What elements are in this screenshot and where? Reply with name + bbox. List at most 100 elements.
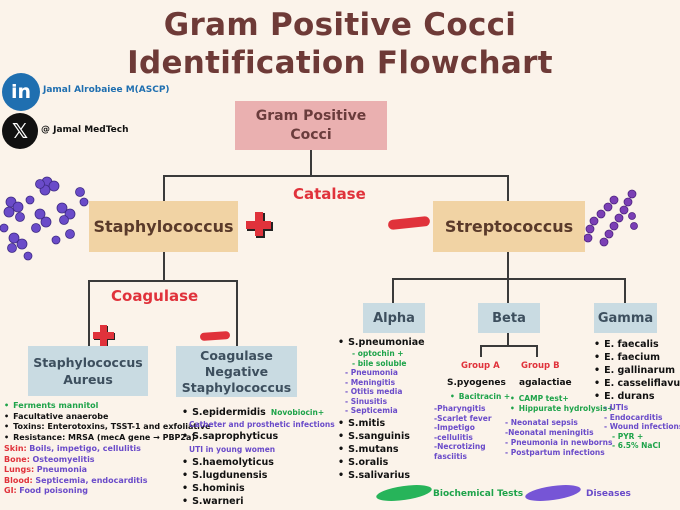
disease-label: GI:	[4, 486, 17, 495]
title-line-2: Identification Flowchart	[127, 45, 553, 81]
disease-text: Pneumonia	[36, 465, 88, 474]
connector	[480, 345, 538, 347]
disease-text: -Necrotizing	[434, 442, 486, 451]
connector	[507, 175, 509, 201]
group-b-label: Group B	[521, 361, 560, 371]
legend-biochemical-tests: Biochemical Tests	[433, 489, 524, 499]
node-label: Gram Positive	[255, 107, 367, 124]
disease-text: -Neonatal meningitis	[505, 428, 594, 437]
test-item: Hippurate hydrolysis+	[510, 404, 614, 414]
plus-sign-icon	[93, 325, 115, 347]
connector	[236, 280, 238, 346]
title-line-1: Gram Positive Cocci	[163, 7, 517, 43]
linkedin-name: Jamal Alrobaiee M(ASCP)	[43, 85, 170, 95]
species-name: S.mutans	[338, 443, 425, 456]
disease-text: -Impetigo	[434, 423, 475, 432]
node-staphylococcus-aureus: Staphylococcus Aureus	[28, 346, 148, 396]
feature-item: Toxins: Enterotoxins, TSST-1 and exfolia…	[4, 422, 210, 433]
disease-text: - Sinusitis	[345, 396, 388, 406]
group-a-diseases: -Pharyngitis -Scarlet fever -Impetigo -c…	[434, 404, 492, 461]
node-staphylococcus: Staphylococcus	[89, 201, 238, 252]
disease-text: -Pharyngitis	[434, 404, 486, 413]
feature-item: Facultative anaerobe	[4, 412, 211, 423]
disease-label: Bone:	[4, 454, 30, 464]
coagulase-label: Coagulase	[111, 287, 199, 305]
disease-text: Food poisoning	[19, 486, 89, 495]
species-name: E. durans	[594, 390, 680, 403]
group-b-tests: CAMP test+ Hippurate hydrolysis+	[510, 394, 614, 414]
disease-text: Septicemia, endocarditis	[35, 475, 148, 485]
catalase-label: Catalase	[293, 185, 366, 203]
connector	[507, 278, 509, 303]
connector	[392, 278, 394, 303]
disease-text: - Meningitis	[345, 377, 396, 387]
x-icon[interactable]: 𝕏	[2, 113, 38, 149]
disease-text: - Septicemia	[345, 406, 398, 415]
test-item: - 6.5% NaCl	[612, 441, 661, 450]
species-name: S.haemolyticus	[182, 456, 332, 469]
node-label: Cocci	[290, 126, 332, 143]
connector	[624, 278, 626, 303]
disease-text: - UTIs	[604, 403, 629, 412]
node-beta: Beta	[478, 303, 540, 333]
disease-text: - Otitis media	[345, 387, 403, 396]
disease-text: fasciitis	[434, 451, 467, 461]
minus-sign-icon	[387, 215, 431, 231]
disease-text: - Pneumonia	[345, 368, 398, 377]
species-name: E. gallinarum	[594, 364, 680, 377]
disease-text: Catheter and prosthetic infections	[189, 420, 335, 429]
disease-label: Blood:	[4, 475, 33, 485]
node-gram-positive-cocci: Gram Positive Cocci	[235, 101, 387, 150]
species-name: E. faecium	[594, 351, 680, 364]
plus-sign-icon	[246, 212, 273, 238]
disease-text: -cellulitis	[434, 432, 473, 442]
node-label: Negative	[204, 363, 269, 379]
connector	[310, 150, 312, 175]
node-gamma: Gamma	[594, 303, 657, 333]
saureus-features: Ferments mannitol Facultative anaerobe T…	[4, 401, 211, 444]
species-name: S.sanguinis	[338, 430, 425, 443]
connector	[88, 280, 238, 282]
node-label: Coagulase	[200, 347, 273, 363]
species-name: S.salivarius	[338, 469, 425, 482]
legend-green-swatch	[375, 482, 433, 504]
feature-item: Ferments mannitol	[4, 401, 211, 412]
node-alpha: Alpha	[363, 303, 425, 333]
group-b-diseases: - Neonatal sepsis -Neonatal meningitis -…	[505, 418, 612, 458]
connector	[507, 333, 509, 345]
disease-text: - Wound infections	[604, 422, 680, 431]
connector	[507, 252, 509, 278]
node-coagulase-negative-staph: Coagulase Negative Staphylococcus	[176, 346, 297, 397]
species-name: S.lugdunensis	[182, 469, 332, 482]
connector	[536, 345, 538, 357]
disease-text: UTI in young women	[189, 445, 276, 454]
group-a-label: Group A	[461, 361, 500, 371]
connector	[163, 175, 509, 177]
test-item: - optochin +	[352, 349, 404, 358]
species-agalactiae: agalactiae	[519, 378, 572, 388]
disease-label: Skin:	[4, 444, 27, 453]
test-novobiocin: Novobiocin+	[270, 408, 325, 417]
species-name: S.oralis	[338, 456, 425, 469]
species-name: S.epidermidis	[182, 407, 266, 418]
test-item: Bacitracin +	[450, 392, 510, 401]
species-name: S.hominis	[182, 482, 332, 495]
linkedin-icon[interactable]: in	[2, 73, 40, 111]
species-spyogenes: S.pyogenes	[447, 378, 506, 388]
node-streptococcus: Streptococcus	[433, 201, 585, 252]
test-item: - bile soluble	[352, 358, 407, 368]
species-name: S.pneumoniae	[338, 336, 425, 349]
node-label: Staphylococcus	[33, 355, 143, 370]
species-name: E. faecalis	[594, 338, 680, 351]
connector	[480, 345, 482, 357]
cons-species: S.epidermidis Novobiocin+ Catheter and p…	[182, 400, 335, 508]
gamma-species: E. faecalis E. faecium E. gallinarum E. …	[594, 338, 680, 451]
alpha-species: S.pneumoniae - optochin + - bile soluble…	[338, 336, 425, 482]
species-name: S.saprophyticus	[182, 431, 332, 443]
minus-sign-icon	[199, 330, 231, 342]
node-label: Aureus	[63, 372, 113, 387]
test-item: - PYR +	[612, 431, 644, 441]
disease-text: Boils, impetigo, cellulitis	[29, 444, 141, 453]
feature-item: Resistance: MRSA (mecA gene → PBP2a)	[4, 433, 211, 444]
disease-text: - Postpartum infections	[505, 448, 605, 457]
